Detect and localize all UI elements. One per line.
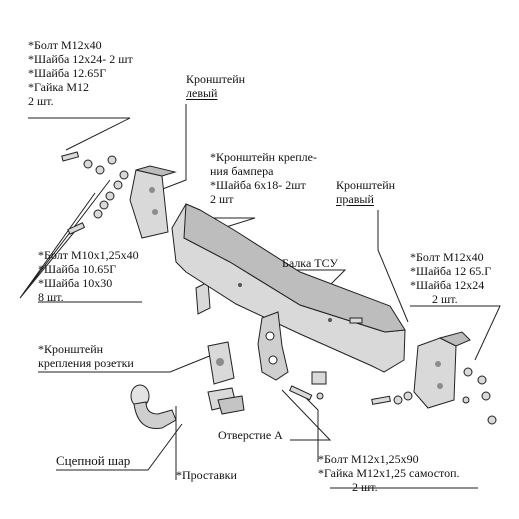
leader-right-hardware bbox=[410, 305, 501, 361]
label-tow-ball: Сцепной шар bbox=[56, 454, 130, 468]
left-bracket bbox=[129, 165, 177, 239]
label-line: *Болт М12х40 bbox=[28, 38, 102, 52]
right-bracket bbox=[413, 331, 471, 409]
label-line: *Шайба 12х24 bbox=[410, 278, 485, 292]
label-line: Кронштейн bbox=[186, 72, 246, 86]
right-hardware-set bbox=[349, 317, 497, 425]
label-beam: Балка ТСУ bbox=[282, 256, 338, 270]
label-line: *Болт М10х1,25х40 bbox=[38, 248, 139, 262]
label-bracket-right: Кронштейн правый bbox=[336, 178, 395, 206]
label-line: *Шайба 12х24- 2 шт bbox=[28, 52, 133, 66]
leader-bottom-hardware bbox=[302, 394, 478, 489]
label-line: *Кронштейн крепле- bbox=[210, 150, 317, 164]
label-line: ния бампера bbox=[210, 164, 274, 178]
label-bumper-bracket: *Кронштейн крепле- ния бампера *Шайба 6х… bbox=[210, 150, 317, 206]
spacers-part bbox=[207, 387, 245, 415]
label-line: правый bbox=[336, 192, 374, 206]
leader-bracket-right bbox=[377, 210, 409, 323]
label-line: 2 шт. bbox=[432, 292, 458, 306]
label-line: *Гайка М12 bbox=[28, 80, 90, 94]
leader-tow-ball bbox=[56, 423, 183, 471]
label-line: *Шайба 10.65Г bbox=[38, 262, 117, 276]
leader-mid-left bbox=[19, 179, 142, 303]
label-line: Кронштейн bbox=[336, 178, 396, 192]
label-line: *Болт М12х40 bbox=[410, 250, 484, 264]
label-line: Отверстие А bbox=[218, 428, 283, 442]
label-bracket-left: Кронштейн левый bbox=[186, 72, 245, 100]
label-top-left-hardware: *Болт М12х40 *Шайба 12х24- 2 шт *Шайба 1… bbox=[28, 38, 133, 108]
label-line: 2 шт. bbox=[28, 94, 54, 108]
left-hardware-set bbox=[61, 151, 129, 235]
label-line: *Болт М12х1,25х90 bbox=[318, 452, 419, 466]
label-line: 8 шт. bbox=[38, 290, 64, 304]
label-line: Балка ТСУ bbox=[282, 256, 338, 270]
leader-hole-a bbox=[281, 389, 332, 441]
leader-socket-bracket bbox=[38, 354, 213, 373]
tow-ball-part bbox=[130, 384, 177, 429]
label-line: *Гайка М12х1,25 самостоп. bbox=[318, 466, 460, 480]
label-line: левый bbox=[186, 86, 218, 100]
leader-top-left bbox=[28, 117, 131, 151]
label-line: *Шайба 12.65Г bbox=[28, 66, 107, 80]
label-line: *Шайба 10х30 bbox=[38, 276, 113, 290]
label-line: 2 шт bbox=[210, 192, 234, 206]
label-right-hardware: *Болт М12х40 *Шайба 12 65.Г *Шайба 12х24… bbox=[410, 250, 491, 306]
label-spacers: *Проставки bbox=[176, 468, 237, 482]
label-line: 2 шт. bbox=[352, 480, 378, 494]
label-line: Сцепной шар bbox=[56, 453, 131, 468]
ball-mount bbox=[257, 311, 289, 381]
leader-bracket-left bbox=[159, 104, 187, 191]
label-hole-a: Отверстие А bbox=[218, 428, 283, 442]
label-line: *Кронштейн bbox=[38, 342, 104, 356]
label-line: *Шайба 12 65.Г bbox=[410, 264, 492, 278]
tow-beam bbox=[171, 203, 406, 373]
label-line: *Проставки bbox=[176, 468, 237, 482]
label-socket-bracket: *Кронштейн крепления розетки bbox=[38, 342, 134, 370]
socket-bracket-part bbox=[207, 341, 235, 385]
label-line: *Шайба 6х18- 2шт bbox=[210, 178, 306, 192]
label-line: крепления розетки bbox=[38, 356, 134, 370]
label-mid-left-hardware: *Болт М10х1,25х40 *Шайба 10.65Г *Шайба 1… bbox=[38, 248, 139, 304]
label-bottom-hardware: *Болт М12х1,25х90 *Гайка М12х1,25 самост… bbox=[318, 452, 460, 494]
bottom-bolts bbox=[289, 371, 327, 401]
